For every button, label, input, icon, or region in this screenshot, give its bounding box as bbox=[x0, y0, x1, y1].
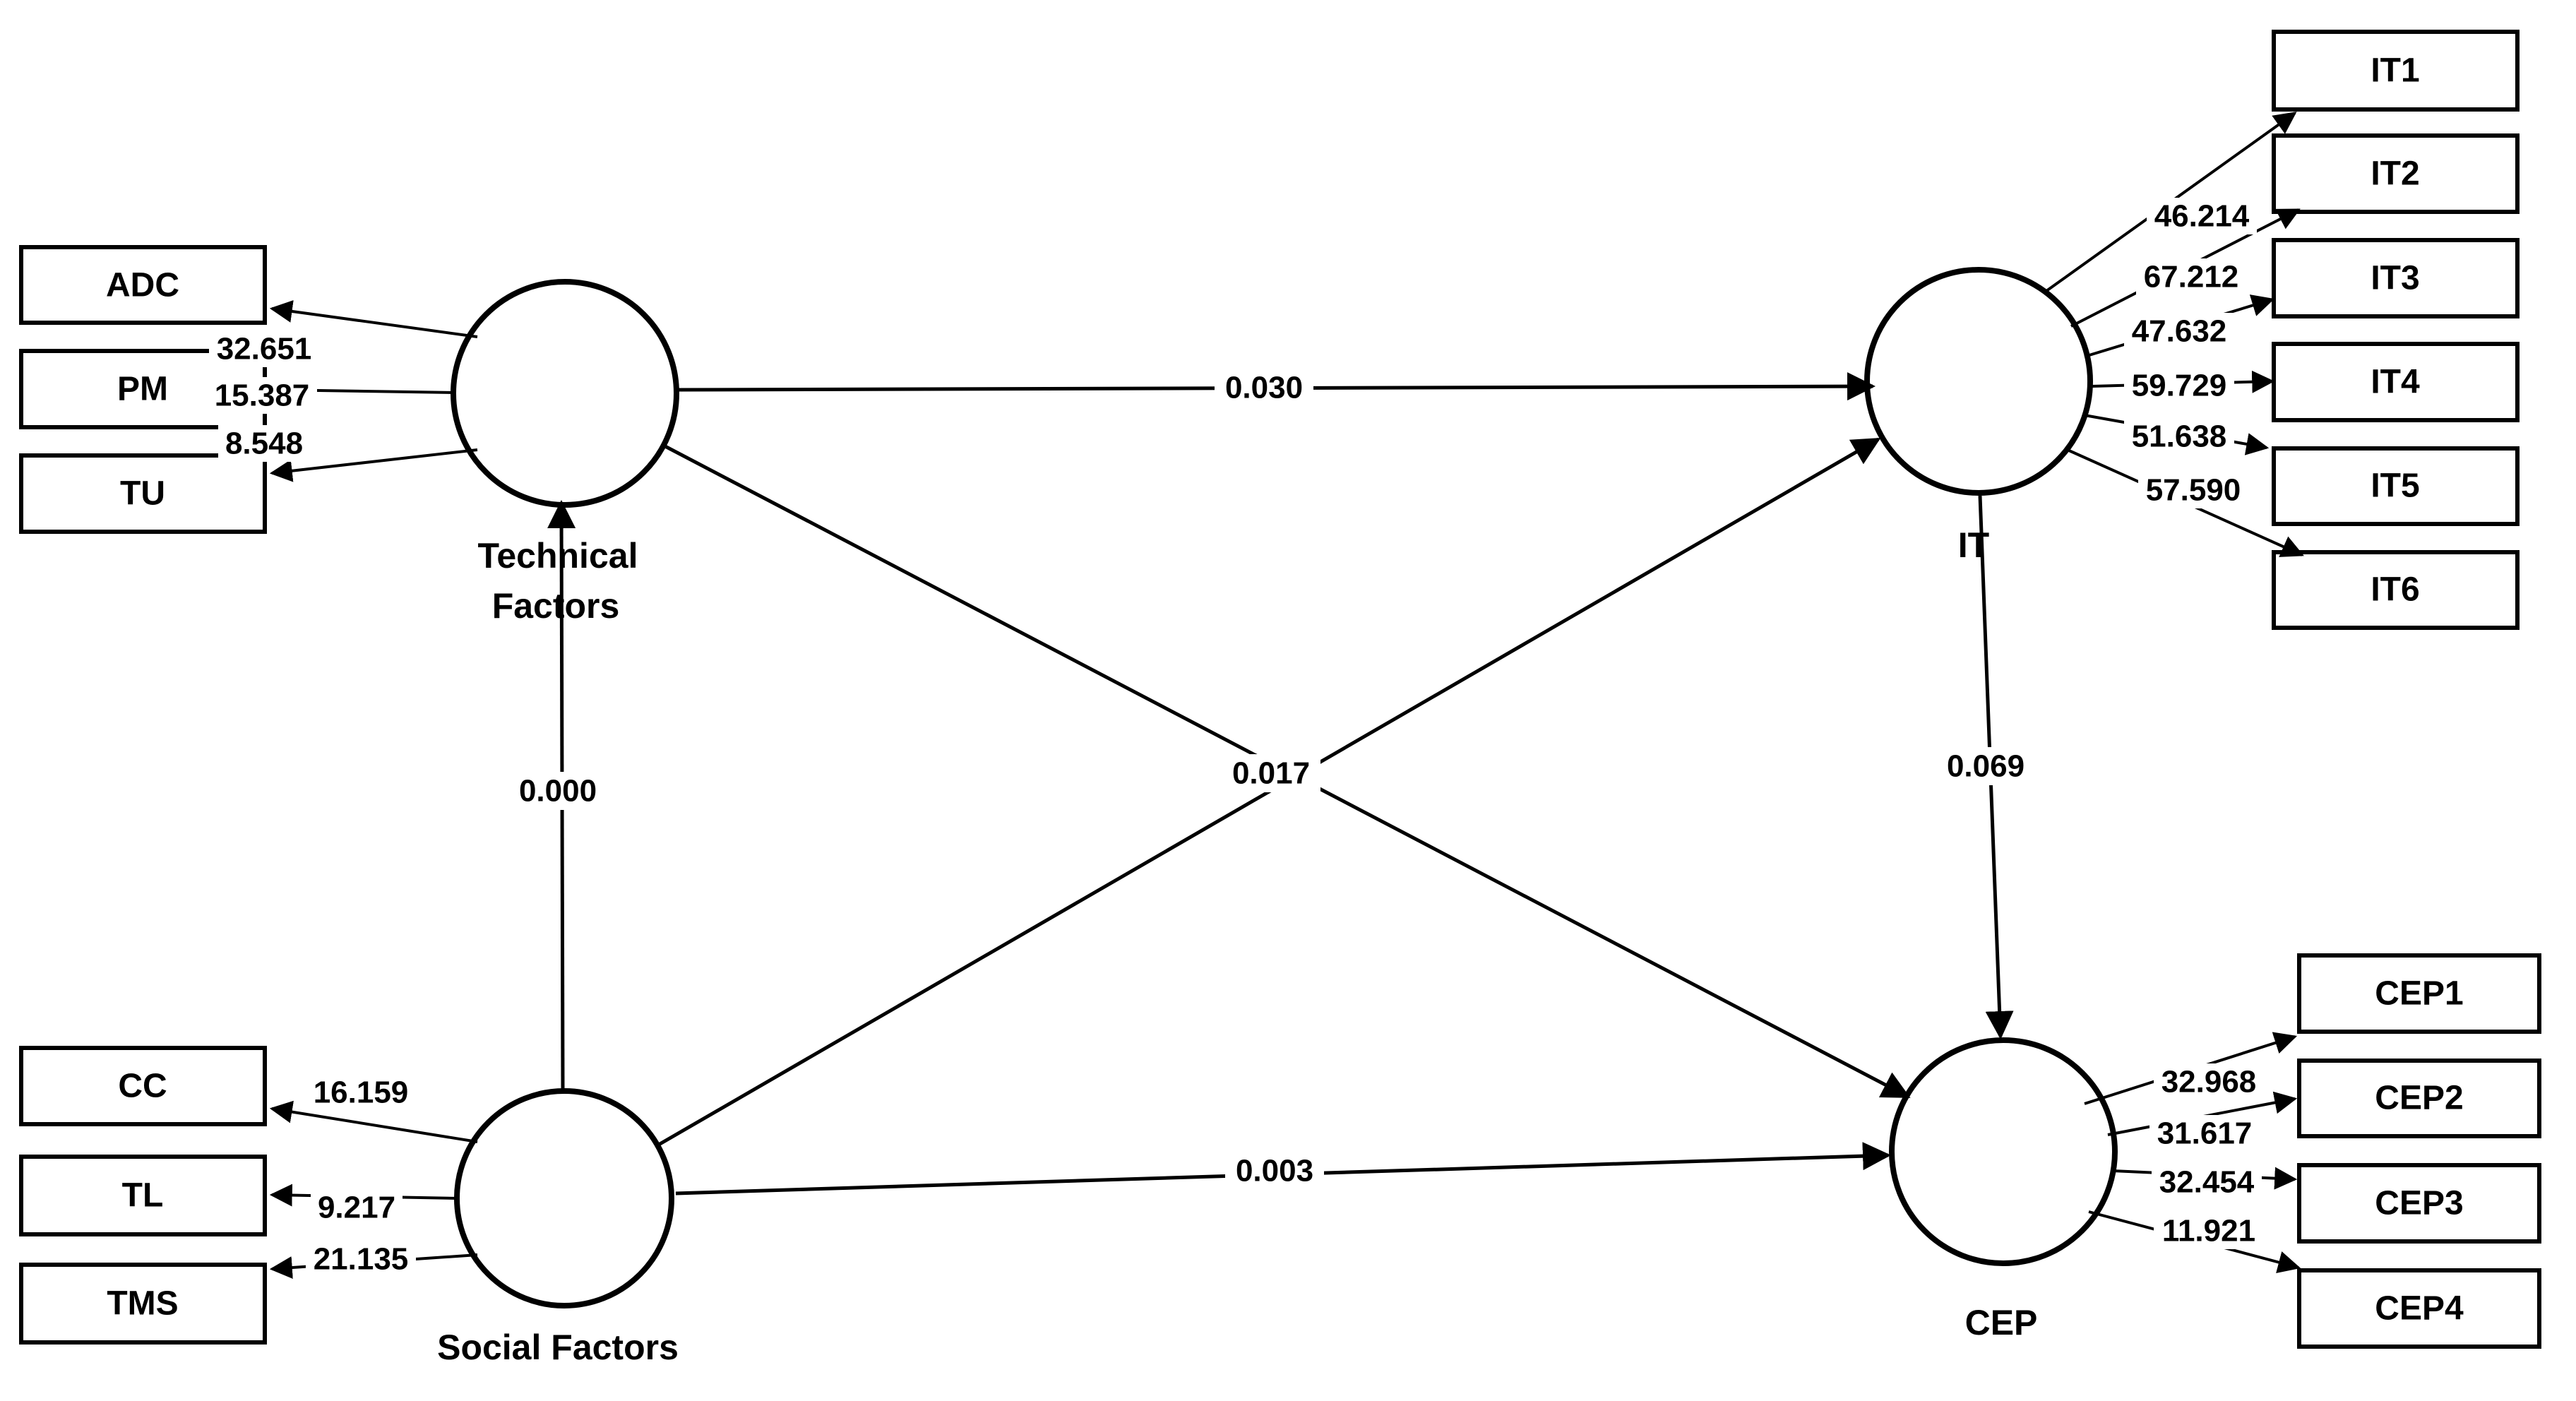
indicator-label-tl: TL bbox=[122, 1177, 164, 1215]
indicator-label-it2: IT2 bbox=[2371, 155, 2419, 193]
label-bg bbox=[1215, 369, 1313, 407]
label-bg bbox=[2124, 367, 2234, 404]
indicator-box-cep4 bbox=[2297, 1268, 2541, 1349]
indicator-label-cep1: CEP1 bbox=[2375, 975, 2463, 1013]
label-bg bbox=[1225, 1152, 1324, 1190]
label-bg bbox=[2149, 1115, 2260, 1152]
label-bg bbox=[2124, 418, 2234, 455]
label-bg bbox=[2136, 258, 2246, 295]
loading-value-tu: 8.548 bbox=[225, 427, 303, 461]
indicator-label-pm: PM bbox=[117, 371, 168, 408]
loading-value-cep1: 32.968 bbox=[2161, 1065, 2257, 1099]
indicator-label-it6: IT6 bbox=[2371, 571, 2419, 609]
label-bg bbox=[311, 1189, 402, 1226]
loading-value-it4: 59.729 bbox=[2132, 369, 2227, 403]
loading-value-pm: 15.387 bbox=[215, 378, 310, 413]
latent-node-cep bbox=[1889, 1037, 2118, 1266]
indicator-label-it5: IT5 bbox=[2371, 467, 2419, 505]
label-bg bbox=[209, 330, 319, 367]
path-coefficient-social-to-technical: 0.000 bbox=[519, 774, 597, 809]
loading-value-it6: 57.590 bbox=[2146, 473, 2241, 508]
indicator-label-cep2: CEP2 bbox=[2375, 1080, 2463, 1117]
label-bg bbox=[218, 425, 310, 462]
loading-arrow-cc bbox=[269, 1100, 478, 1143]
label-bg bbox=[207, 377, 317, 414]
path-coefficient-cross-diagonal: 0.017 bbox=[1232, 756, 1310, 791]
label-bg bbox=[2154, 1063, 2264, 1100]
indicator-label-cep3: CEP3 bbox=[2375, 1185, 2463, 1222]
indicator-label-it3: IT3 bbox=[2371, 260, 2419, 297]
loading-value-adc: 32.651 bbox=[217, 332, 312, 366]
node-label-cep: CEP bbox=[1965, 1303, 2038, 1342]
indicator-label-it4: IT4 bbox=[2371, 364, 2420, 401]
indicator-box-it6 bbox=[2272, 550, 2520, 630]
path-coefficient-social-to-cep: 0.003 bbox=[1236, 1154, 1313, 1188]
indicator-label-tu: TU bbox=[120, 475, 165, 513]
indicator-label-adc: ADC bbox=[106, 267, 179, 304]
indicator-box-tl bbox=[19, 1155, 267, 1236]
label-bg bbox=[2124, 313, 2234, 350]
node-label-technical-line1: Technical bbox=[478, 536, 638, 576]
loading-value-tms: 21.135 bbox=[314, 1242, 409, 1277]
indicator-box-cep3 bbox=[2297, 1163, 2541, 1244]
label-bg bbox=[1936, 747, 2035, 785]
indicator-box-adc bbox=[19, 245, 267, 325]
loading-value-it5: 51.638 bbox=[2132, 419, 2227, 454]
loading-value-cep4: 11.921 bbox=[2162, 1214, 2255, 1248]
indicator-label-it1: IT1 bbox=[2371, 52, 2419, 90]
loading-value-cc: 16.159 bbox=[314, 1075, 409, 1110]
indicator-box-it3 bbox=[2272, 238, 2520, 318]
path-coefficient-it-to-cep: 0.069 bbox=[1947, 749, 2025, 784]
loading-value-it3: 47.632 bbox=[2132, 314, 2227, 349]
loading-value-cep2: 31.617 bbox=[2157, 1116, 2253, 1151]
indicator-box-it1 bbox=[2272, 30, 2520, 112]
loading-value-cep3: 32.454 bbox=[2159, 1165, 2255, 1200]
node-label-it: IT bbox=[1958, 525, 1989, 565]
indicator-box-cep1 bbox=[2297, 953, 2541, 1034]
loading-value-tl: 9.217 bbox=[318, 1191, 395, 1225]
loading-value-it1: 46.214 bbox=[2154, 199, 2250, 234]
label-bg bbox=[306, 1074, 416, 1111]
latent-node-technical-factors bbox=[451, 279, 679, 508]
node-label-technical-line2: Factors bbox=[492, 586, 620, 626]
loading-arrow-tu bbox=[269, 448, 478, 482]
label-bg bbox=[508, 772, 607, 810]
label-bg bbox=[2154, 1212, 2264, 1249]
indicator-box-tu bbox=[19, 453, 267, 534]
label-bg bbox=[2152, 1164, 2262, 1200]
indicator-label-cc: CC bbox=[118, 1068, 167, 1105]
path-coefficient-technical-to-it: 0.030 bbox=[1225, 371, 1303, 405]
latent-node-social-factors bbox=[454, 1088, 674, 1308]
label-bg bbox=[306, 1241, 416, 1277]
indicator-box-cep2 bbox=[2297, 1059, 2541, 1138]
indicator-box-cc bbox=[19, 1046, 267, 1126]
label-bg bbox=[2138, 472, 2248, 508]
latent-node-it bbox=[1864, 267, 2093, 496]
loading-arrow-adc bbox=[269, 300, 478, 338]
indicator-box-tms bbox=[19, 1263, 267, 1345]
indicator-label-cep4: CEP4 bbox=[2375, 1290, 2464, 1328]
node-label-social: Social Factors bbox=[437, 1328, 679, 1367]
loading-value-it2: 67.212 bbox=[2144, 260, 2239, 294]
indicator-label-tms: TMS bbox=[107, 1285, 178, 1323]
label-bg bbox=[2147, 198, 2257, 234]
label-bg bbox=[1222, 754, 1320, 792]
indicator-box-it5 bbox=[2272, 446, 2520, 526]
indicator-box-it2 bbox=[2272, 133, 2520, 214]
